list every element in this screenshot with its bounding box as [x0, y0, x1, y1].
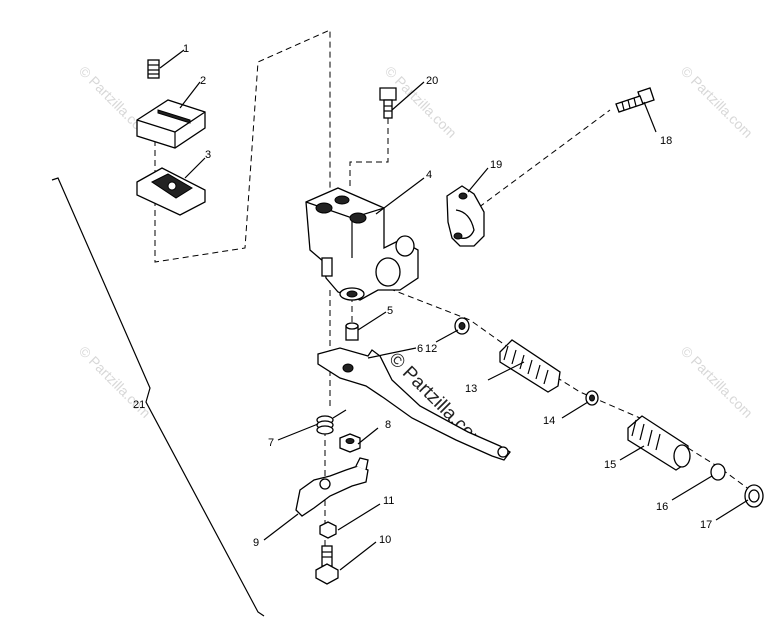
- part-bolt-20: [379, 87, 397, 119]
- callout-21: 21: [133, 399, 145, 411]
- callout-13: 13: [465, 383, 477, 395]
- callout-labels: 1 2 3 4 5 6 7 8 9 10 11 12 13 14 15 16 1…: [133, 43, 712, 549]
- callout-8: 8: [385, 419, 391, 431]
- callout-17: 17: [700, 519, 712, 531]
- part-washer-12: [454, 317, 470, 335]
- part-ring-14: [585, 390, 599, 406]
- part-bracket-9: [295, 457, 369, 517]
- callout-5: 5: [387, 305, 393, 317]
- callout-2: 2: [200, 75, 206, 87]
- callout-18: 18: [660, 135, 672, 147]
- callout-19: 19: [490, 159, 502, 171]
- callout-12: 12: [425, 343, 437, 355]
- part-nut-8: [339, 433, 361, 453]
- part-bolt-18: [615, 87, 655, 113]
- part-lever-6: [317, 347, 511, 461]
- part-piston-15: [627, 415, 691, 471]
- callout-20: 20: [426, 75, 438, 87]
- assembly-lines: [154, 29, 751, 580]
- callout-16: 16: [656, 501, 668, 513]
- callout-3: 3: [205, 149, 211, 161]
- part-bolt-10: [315, 545, 339, 585]
- callout-15: 15: [604, 459, 616, 471]
- part-boot-13: [499, 339, 561, 393]
- part-screw-1: [147, 59, 160, 79]
- part-spring-7: [316, 409, 347, 435]
- callout-7: 7: [268, 437, 274, 449]
- watermark-mid-right: © Partzilla.com: [678, 343, 756, 421]
- callout-6: 6: [417, 343, 423, 355]
- callout-10: 10: [379, 534, 391, 546]
- leader-lines: [159, 49, 749, 571]
- callout-14: 14: [543, 415, 555, 427]
- callout-4: 4: [426, 169, 432, 181]
- watermark-top-center: © Partzilla.com: [382, 63, 460, 141]
- callout-9: 9: [253, 537, 259, 549]
- part-master-cylinder: [305, 187, 419, 301]
- part-clamp-19: [446, 185, 485, 247]
- part-reservoir-cover: [136, 99, 206, 149]
- callout-1: 1: [183, 43, 189, 55]
- assembly-bracket-21: [51, 177, 265, 617]
- part-ring-16: [710, 463, 726, 481]
- part-diaphragm: [136, 167, 206, 216]
- part-nut-11: [319, 521, 337, 539]
- part-bushing-5: [345, 322, 359, 341]
- watermark-top-right: © Partzilla.com: [678, 63, 756, 141]
- part-washer-17: [744, 484, 764, 508]
- callout-11: 11: [383, 495, 394, 507]
